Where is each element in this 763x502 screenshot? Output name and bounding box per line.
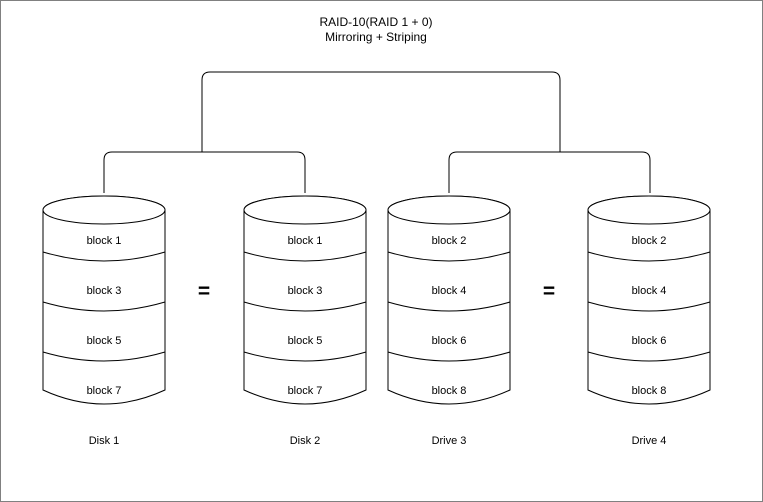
disk-group-2[interactable]: block 1 block 3 block 5 block 7 Disk 2 xyxy=(243,195,367,447)
connector-tree xyxy=(103,71,651,193)
disk-3-block-3: block 8 xyxy=(432,385,467,397)
disk-cylinder-2 xyxy=(243,195,367,405)
disk-group-3[interactable]: block 2 block 4 block 6 block 8 Drive 3 xyxy=(387,195,511,447)
disk-divider-4-2 xyxy=(587,301,711,312)
diagram-title-line1: RAID-10(RAID 1 + 0) xyxy=(319,15,432,29)
disk-3-block-2: block 6 xyxy=(432,335,467,347)
disk-cylinder-3 xyxy=(387,195,511,405)
disk-cylinder-top-4 xyxy=(587,195,711,225)
diagram-title-line2: Mirroring + Striping xyxy=(325,30,427,44)
disk-divider-4-1 xyxy=(587,251,711,262)
disk-divider-3-2 xyxy=(387,301,511,312)
mirror-equals-right: = xyxy=(543,280,555,303)
disk-4-block-0: block 2 xyxy=(632,235,667,247)
disk-1-block-0: block 1 xyxy=(87,235,122,247)
disk-4-block-1: block 4 xyxy=(632,285,667,297)
disk-1-block-3: block 7 xyxy=(87,385,122,397)
disk-4-label: Drive 4 xyxy=(632,435,667,447)
disk-divider-1-1 xyxy=(42,251,166,262)
connector-branch-right xyxy=(448,151,651,193)
disk-1-block-1: block 3 xyxy=(87,285,122,297)
disk-group-1[interactable]: block 1 block 3 block 5 block 7 Disk 1 xyxy=(42,195,166,447)
disk-4-block-2: block 6 xyxy=(632,335,667,347)
disk-1-label: Disk 1 xyxy=(89,435,120,447)
disk-divider-1-2 xyxy=(42,301,166,312)
disk-group-4[interactable]: block 2 block 4 block 6 block 8 Drive 4 xyxy=(587,195,711,447)
disk-divider-2-2 xyxy=(243,301,367,312)
disk-divider-3-3 xyxy=(387,351,511,362)
disk-divider-3-1 xyxy=(387,251,511,262)
disk-divider-1-3 xyxy=(42,351,166,362)
mirror-equals-left: = xyxy=(198,280,210,303)
disk-2-block-3: block 7 xyxy=(288,385,323,397)
disk-1-block-2: block 5 xyxy=(87,335,122,347)
disk-cylinder-top-3 xyxy=(387,195,511,225)
disk-2-label: Disk 2 xyxy=(290,435,321,447)
disk-divider-2-1 xyxy=(243,251,367,262)
disk-2-block-2: block 5 xyxy=(288,335,323,347)
disk-divider-2-3 xyxy=(243,351,367,362)
disk-divider-4-3 xyxy=(587,351,711,362)
disk-cylinder-top-2 xyxy=(243,195,367,225)
disk-cylinder-top-1 xyxy=(42,195,166,225)
disk-3-block-1: block 4 xyxy=(432,285,467,297)
disk-2-block-1: block 3 xyxy=(288,285,323,297)
disk-4-block-3: block 8 xyxy=(632,385,667,397)
disk-2-block-0: block 1 xyxy=(288,235,323,247)
disk-3-label: Drive 3 xyxy=(432,435,467,447)
disk-cylinder-4 xyxy=(587,195,711,405)
disk-cylinder-1 xyxy=(42,195,166,405)
disk-3-block-0: block 2 xyxy=(432,235,467,247)
connector-root-bar xyxy=(201,71,561,152)
connector-branch-left xyxy=(103,151,306,193)
